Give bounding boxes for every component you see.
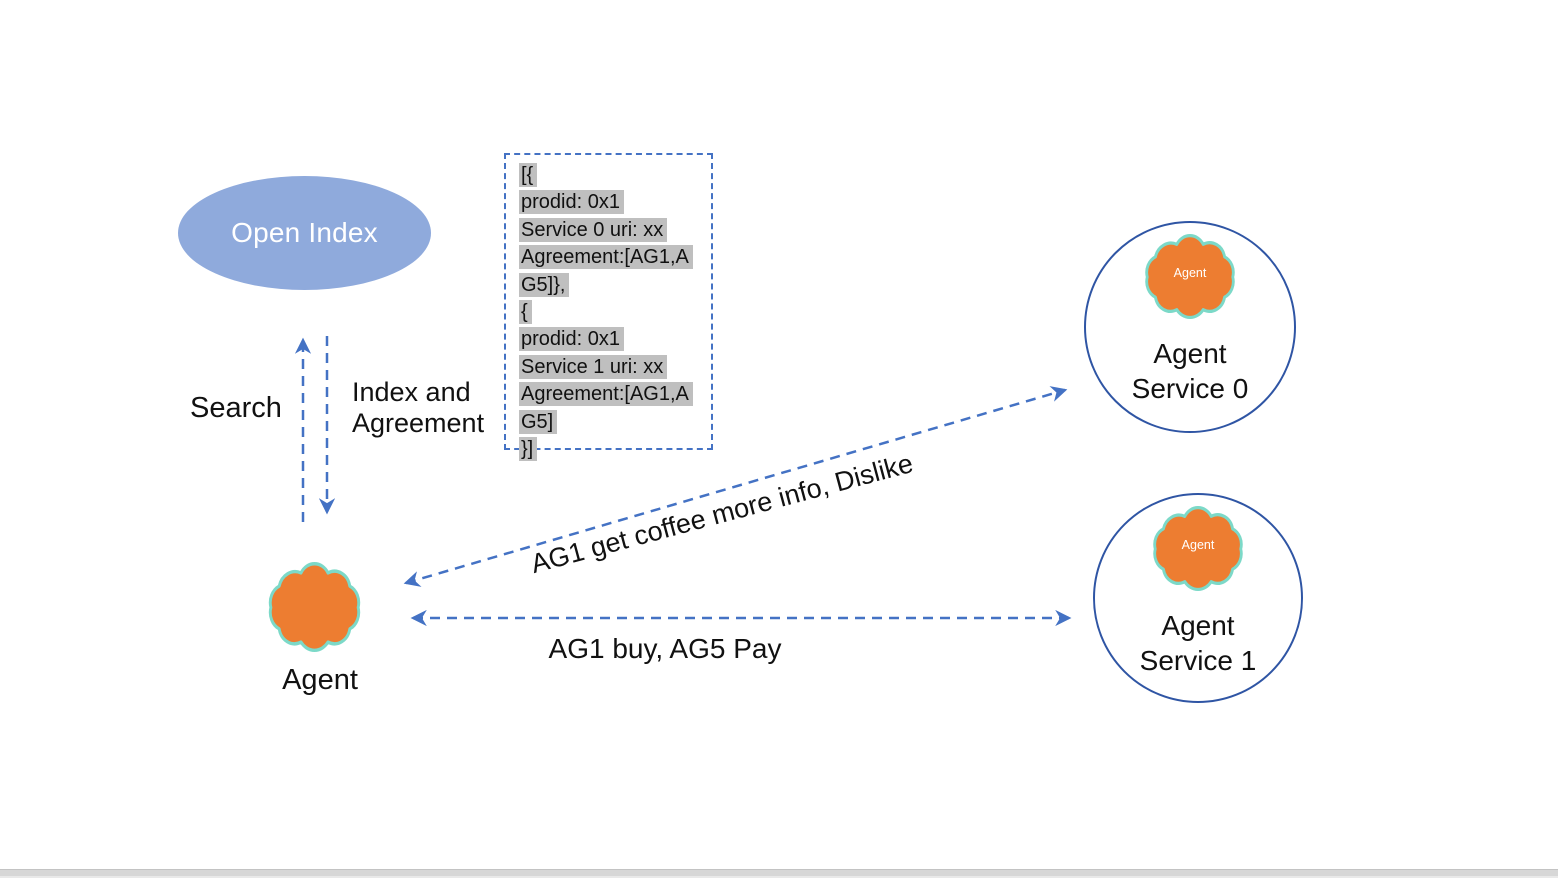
diagonal-arrow-label: AG1 get coffee more info, Dislike bbox=[527, 448, 917, 580]
code-line: Agreement:[AG1,A bbox=[519, 381, 711, 408]
code-line: prodid: 0x1 bbox=[519, 189, 711, 216]
cloud-agent-label: Agent bbox=[1181, 538, 1215, 552]
agent-cloud-icon[interactable] bbox=[266, 562, 363, 653]
service-name: Agent Service 0 bbox=[1131, 338, 1249, 404]
service-name: Agent Service 1 bbox=[1139, 610, 1257, 676]
code-line: G5]}, bbox=[519, 272, 711, 299]
code-line: Agreement:[AG1,A bbox=[519, 244, 711, 271]
open-index-label: Open Index bbox=[231, 217, 378, 248]
agent-cloud-icon bbox=[1151, 506, 1246, 592]
code-line: { bbox=[519, 299, 711, 326]
code-line: Service 0 uri: xx bbox=[519, 217, 711, 244]
index-and-agreement-label: Index and Agreement bbox=[352, 377, 485, 438]
search-label: Search bbox=[190, 392, 282, 424]
horizontal-arrow-label: AG1 buy, AG5 Pay bbox=[548, 633, 782, 664]
agent-service-0-node[interactable]: Agent Agent Service 0 bbox=[1084, 221, 1296, 433]
agent-label: Agent bbox=[282, 664, 358, 696]
code-line: }] bbox=[519, 436, 711, 463]
code-line: prodid: 0x1 bbox=[519, 326, 711, 353]
code-line: [{ bbox=[519, 162, 711, 189]
code-line: Service 1 uri: xx bbox=[519, 354, 711, 381]
code-line: G5] bbox=[519, 409, 711, 436]
agent-cloud-icon bbox=[1143, 234, 1238, 320]
open-index-node[interactable]: Open Index bbox=[178, 176, 431, 290]
agent-service-1-node[interactable]: Agent Agent Service 1 bbox=[1093, 493, 1303, 703]
cloud-agent-label: Agent bbox=[1173, 266, 1207, 280]
bottom-divider bbox=[0, 869, 1558, 878]
